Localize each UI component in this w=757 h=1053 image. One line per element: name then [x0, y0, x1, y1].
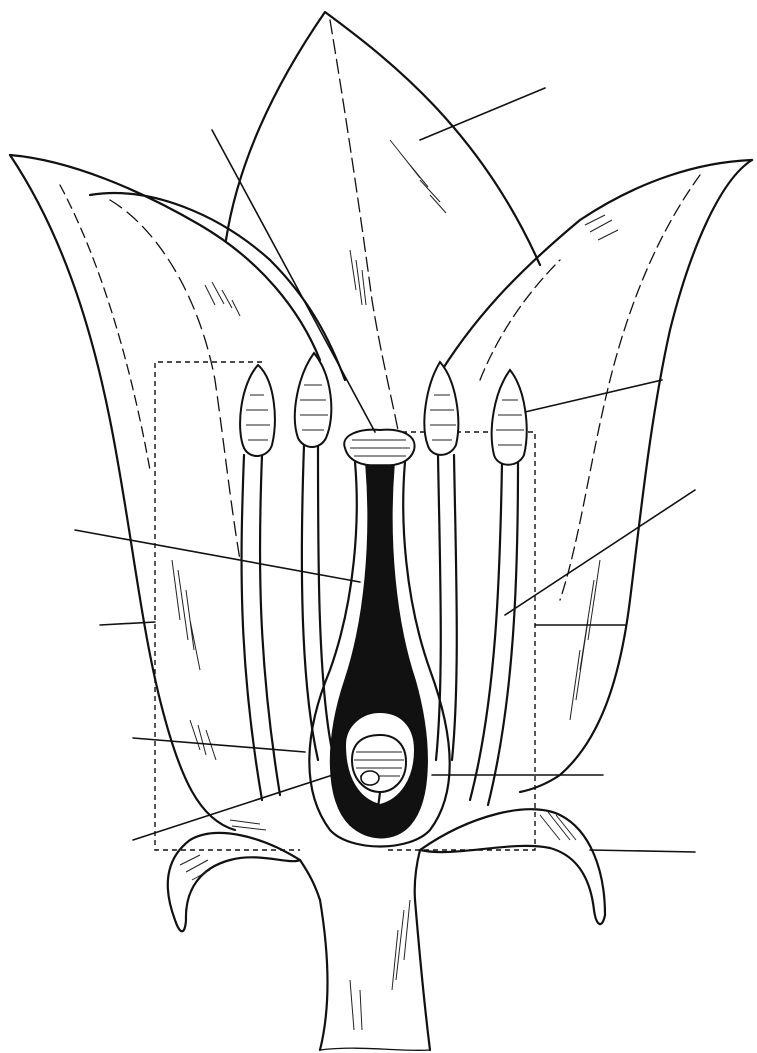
- stamen-2: [295, 353, 332, 760]
- petal-left-outer: [10, 155, 320, 830]
- anther-4: [492, 370, 527, 465]
- sepal-right: [420, 809, 605, 924]
- leader-stigma: [212, 130, 375, 432]
- stamen-3: [424, 362, 458, 760]
- leader-ovary-wall: [133, 738, 305, 752]
- leader-sepal: [590, 850, 695, 852]
- ovule: [352, 735, 406, 792]
- leader-stamen-left: [100, 622, 155, 625]
- receptacle: [300, 850, 420, 900]
- petal-back: [226, 12, 540, 430]
- stamen-4: [470, 370, 527, 805]
- leader-petal: [420, 88, 545, 140]
- leader-filament: [505, 490, 695, 615]
- petal-right: [430, 160, 752, 792]
- stamen-1: [240, 365, 280, 800]
- sepal-left: [168, 820, 300, 931]
- anther-3: [424, 362, 458, 455]
- pistil: [309, 430, 449, 847]
- leader-anther: [525, 380, 662, 412]
- stem: [320, 900, 430, 1050]
- leader-style: [75, 530, 360, 582]
